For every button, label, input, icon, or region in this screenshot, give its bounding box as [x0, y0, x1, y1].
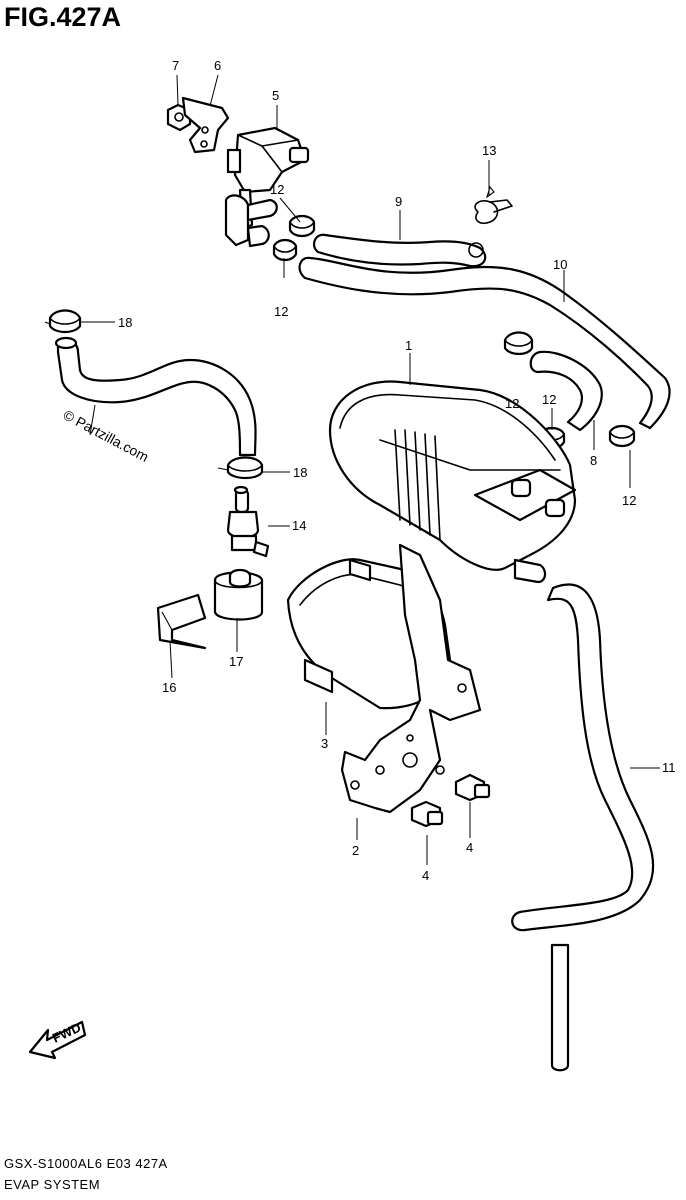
callout-7[interactable]: 7	[172, 58, 179, 73]
callout-6[interactable]: 6	[214, 58, 221, 73]
section-name: EVAP SYSTEM	[4, 1177, 101, 1192]
callout-12-right[interactable]: 12	[622, 493, 636, 508]
callout-12-mid[interactable]: 12	[542, 392, 556, 407]
figure-title: FIG.427A	[4, 2, 122, 32]
part-12-clamp-upper[interactable]	[288, 214, 316, 238]
callout-12-lower[interactable]: 12	[274, 304, 288, 319]
callout-5[interactable]: 5	[272, 88, 279, 103]
part-5-solenoid-valve[interactable]	[224, 126, 310, 248]
callout-13[interactable]: 13	[482, 143, 496, 158]
callout-9[interactable]: 9	[395, 194, 402, 209]
part-6-bracket[interactable]	[181, 96, 230, 154]
callout-10[interactable]: 10	[553, 257, 567, 272]
part-2-bracket[interactable]	[340, 543, 482, 814]
callout-12-left-mid[interactable]: 12	[505, 396, 519, 411]
part-10-hose[interactable]	[298, 256, 671, 430]
callout-8[interactable]: 8	[590, 453, 597, 468]
part-4-bolt-left[interactable]	[410, 800, 444, 828]
part-18-clamp-top[interactable]	[44, 309, 82, 334]
leader-lines	[80, 74, 660, 865]
part-11-hose[interactable]	[511, 583, 655, 1072]
part-12-clamp-right-top[interactable]	[503, 331, 534, 356]
part-8-hose[interactable]	[529, 350, 603, 432]
part-13-clip[interactable]	[474, 185, 513, 225]
part-17-cushion[interactable]	[213, 568, 264, 621]
callout-16[interactable]: 16	[162, 680, 176, 695]
callout-1[interactable]: 1	[405, 338, 412, 353]
part-16-bracket[interactable]	[156, 593, 207, 650]
part-9-hose[interactable]	[312, 233, 487, 268]
callout-18-lower[interactable]: 18	[293, 465, 307, 480]
partzilla-watermark: © Partzilla.com	[61, 407, 152, 465]
callout-12-upper[interactable]: 12	[270, 182, 284, 197]
part-18-hose[interactable]	[54, 336, 257, 457]
part-12-clamp-lower-left[interactable]	[272, 238, 298, 262]
callout-2[interactable]: 2	[352, 843, 359, 858]
fwd-arrow-icon: FWD	[28, 1020, 87, 1060]
model-code: GSX-S1000AL6 E03 427A	[4, 1156, 168, 1171]
callout-4-left[interactable]: 4	[422, 868, 429, 883]
part-1-canister[interactable]	[328, 380, 577, 584]
part-4-bolt-right[interactable]	[454, 773, 491, 802]
part-18-clamp-lower[interactable]	[217, 456, 264, 480]
callout-4-right[interactable]: 4	[466, 840, 473, 855]
callout-18-top[interactable]: 18	[118, 315, 132, 330]
callout-17[interactable]: 17	[229, 654, 243, 669]
callout-11[interactable]: 11	[662, 760, 676, 775]
callout-14[interactable]: 14	[292, 518, 306, 533]
part-14-valve[interactable]	[226, 485, 270, 558]
part-12-clamp-far-right[interactable]	[608, 424, 636, 448]
callout-3[interactable]: 3	[321, 736, 328, 751]
